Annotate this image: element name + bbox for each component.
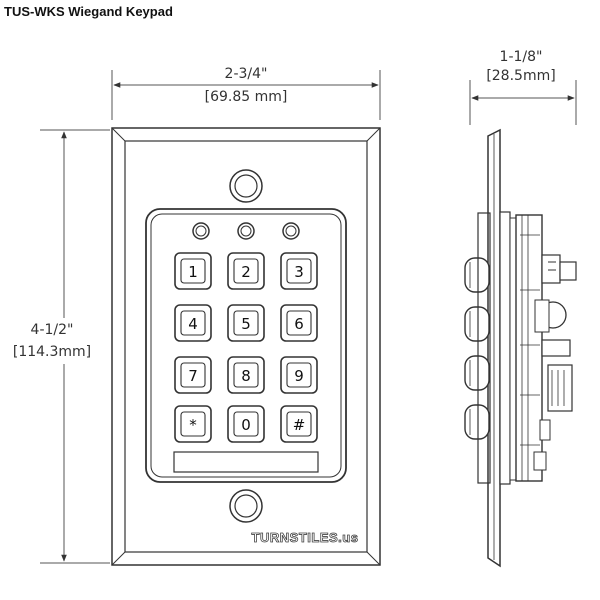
depth-inches-label: 1-1/8" <box>500 49 543 65</box>
keypad-key[interactable]: # <box>280 405 318 443</box>
front-view: 1 2 3 4 5 6 7 8 9 * 0 # TURNSTILES.us <box>111 127 381 566</box>
led-indicator-icon <box>192 222 210 240</box>
keypad-key[interactable]: 5 <box>227 304 265 342</box>
top-screw-icon <box>229 169 263 203</box>
height-dimension: 4-1/2" [114.3mm] <box>10 129 110 564</box>
diagram-title: TUS-WKS Wiegand Keypad <box>4 4 173 19</box>
height-inches-label: 4-1/2" <box>31 322 74 338</box>
width-inches-label: 2-3/4" <box>225 66 268 82</box>
width-dimension: 2-3/4" [69.85 mm] <box>111 66 381 120</box>
keypad-key-label: 1 <box>188 263 198 281</box>
keypad-key[interactable]: 7 <box>174 356 212 394</box>
depth-mm-label: [28.5mm] <box>486 68 555 84</box>
keypad-key-label: 5 <box>241 315 251 333</box>
keypad-key[interactable]: 6 <box>280 304 318 342</box>
side-button-icon <box>464 306 490 342</box>
keypad-key[interactable]: 8 <box>227 356 265 394</box>
keypad-key[interactable]: 9 <box>280 356 318 394</box>
led-indicator-icon <box>282 222 300 240</box>
keypad-buttons: 1 2 3 4 5 6 7 8 9 * 0 # <box>174 252 318 443</box>
keypad-key-label: 2 <box>241 263 251 281</box>
terminal-connector-icon <box>541 254 561 284</box>
keypad-key[interactable]: * <box>174 405 212 443</box>
keypad-key-label: 9 <box>294 367 304 385</box>
keypad-key-label: 7 <box>188 367 198 385</box>
keypad-key-label: 3 <box>294 263 304 281</box>
depth-dimension: 1-1/8" [28.5mm] <box>469 49 577 125</box>
keypad-key-label: # <box>293 416 306 434</box>
keypad-key-label: 0 <box>241 416 251 434</box>
side-button-icon <box>464 355 490 391</box>
keypad-key[interactable]: 4 <box>174 304 212 342</box>
bottom-screw-icon <box>229 489 263 523</box>
side-button-icon <box>464 404 490 440</box>
keypad-key[interactable]: 3 <box>280 252 318 290</box>
height-mm-label: [114.3mm] <box>13 344 91 360</box>
keypad-key-label: 6 <box>294 315 304 333</box>
brand-logo: TURNSTILES.us <box>252 530 359 545</box>
width-mm-label: [69.85 mm] <box>205 89 288 105</box>
side-view <box>464 128 577 568</box>
keypad-key-label: * <box>189 416 197 434</box>
card-slot <box>173 451 319 473</box>
led-indicator-icon <box>237 222 255 240</box>
keypad-key[interactable]: 2 <box>227 252 265 290</box>
keypad-key-label: 8 <box>241 367 251 385</box>
keypad-key-label: 4 <box>188 315 198 333</box>
keypad-key[interactable]: 1 <box>174 252 212 290</box>
keypad-key[interactable]: 0 <box>227 405 265 443</box>
side-button-icon <box>464 257 490 293</box>
